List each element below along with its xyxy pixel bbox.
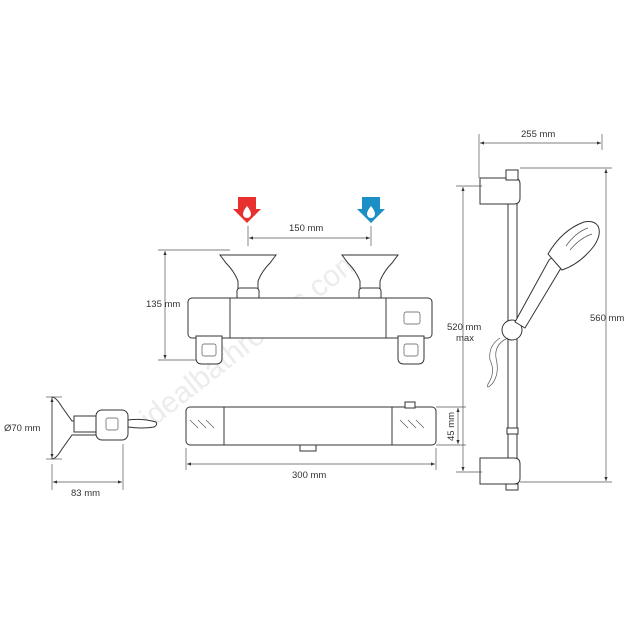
dim-rail-height-max: max (456, 333, 474, 344)
dim-rail-height: 520 mm (447, 322, 481, 333)
dim-depth-83: 83 mm (71, 488, 100, 499)
dim-depth-45: 45 mm (446, 412, 457, 441)
valve-front-view: 150 mm 135 mm (146, 197, 433, 365)
dim-rail-total: 560 mm (590, 313, 624, 324)
dim-inlet-centres: 150 mm (289, 223, 323, 234)
valve-side-view: Ø70 mm 83 mm (4, 396, 158, 499)
dim-height: 135 mm (146, 299, 180, 310)
hot-water-inlet-icon (233, 197, 261, 223)
shower-rail-kit: 255 mm 520 mm max 560 mm (447, 129, 624, 491)
dim-rail-width: 255 mm (521, 129, 555, 140)
valve-plan-view: 45 mm 300 mm (185, 401, 466, 481)
dim-diameter: Ø70 mm (4, 423, 41, 434)
cold-water-inlet-icon (357, 197, 385, 223)
dim-width: 300 mm (292, 470, 326, 481)
